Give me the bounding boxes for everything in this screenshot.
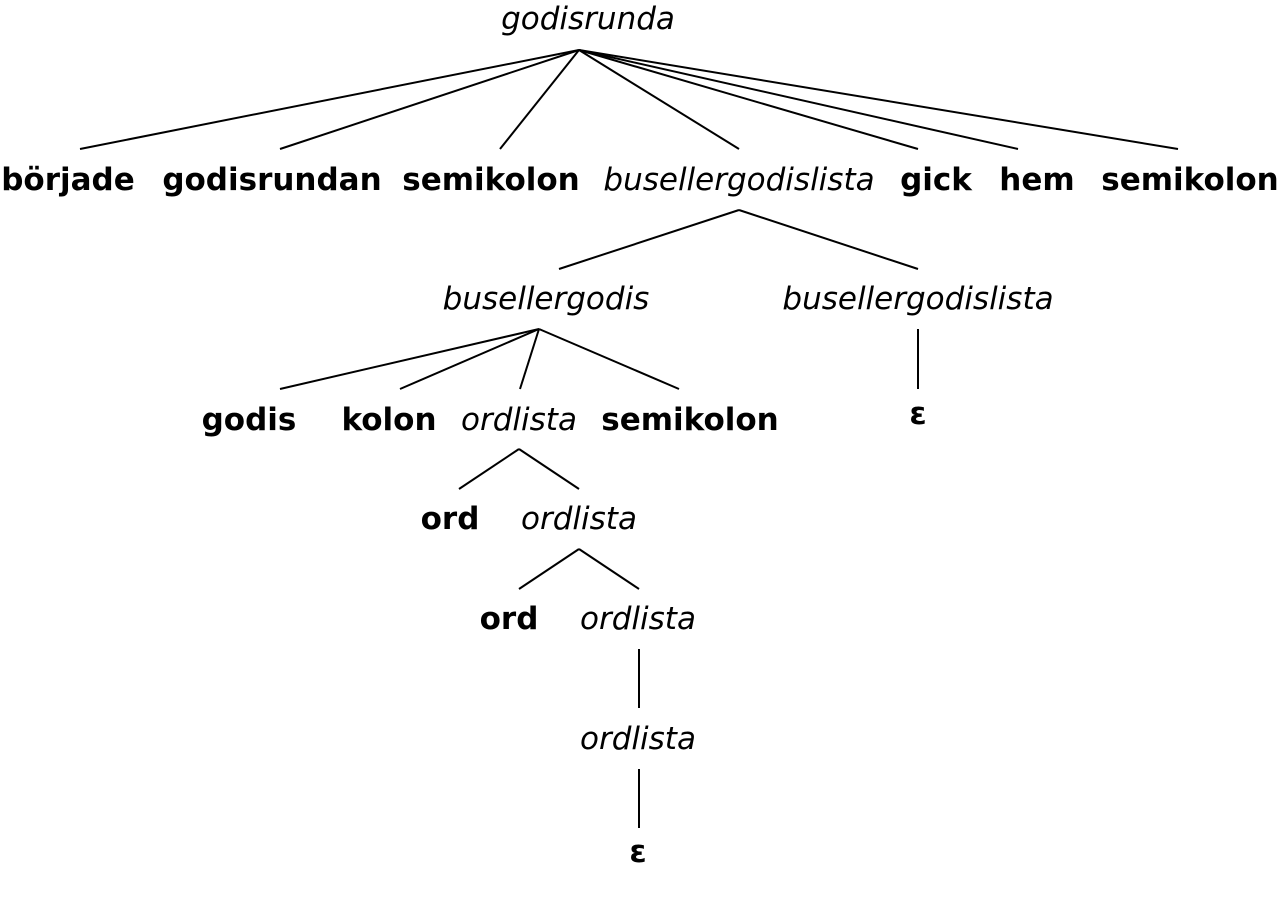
edge <box>738 209 919 270</box>
edge <box>578 49 1179 150</box>
edge <box>558 209 740 270</box>
edge <box>578 49 1019 150</box>
node-terminal: ord <box>421 501 480 537</box>
node-nonterminal: busellergodis <box>443 281 650 317</box>
tree-edges <box>79 49 1179 828</box>
edge <box>499 49 580 150</box>
node-nonterminal: ordlista <box>521 501 637 537</box>
node-nonterminal: busellergodislista <box>782 281 1053 317</box>
node-terminal: semikolon <box>601 402 778 438</box>
node-terminal: ord <box>480 601 539 637</box>
node-nonterminal: ordlista <box>461 402 577 438</box>
edge <box>79 49 580 150</box>
node-terminal: kolon <box>341 402 436 438</box>
node-epsilon: ε <box>909 396 926 432</box>
node-terminal: började <box>1 162 135 198</box>
edge <box>279 49 580 150</box>
node-terminal: godis <box>202 402 297 438</box>
node-nonterminal: ordlista <box>580 721 696 757</box>
edge <box>399 328 540 390</box>
node-terminal: semikolon <box>402 162 579 198</box>
edge <box>578 548 640 590</box>
node-epsilon: ε <box>629 834 646 870</box>
tree-nodes: godisrunda började godisrundan semikolon… <box>1 1 1279 870</box>
edge <box>538 328 680 390</box>
edge <box>518 448 580 490</box>
node-nonterminal: ordlista <box>580 601 696 637</box>
edge <box>279 328 540 390</box>
node-terminal: hem <box>999 162 1074 198</box>
node-nonterminal: busellergodislista <box>603 162 874 198</box>
edge <box>518 548 580 590</box>
edge <box>578 49 919 150</box>
edge <box>519 328 540 390</box>
node-terminal: semikolon <box>1101 162 1278 198</box>
edge <box>578 49 740 150</box>
node-terminal: godisrundan <box>162 162 381 198</box>
edge <box>458 448 520 490</box>
node-terminal: gick <box>900 162 973 198</box>
node-root: godisrunda <box>501 1 675 37</box>
